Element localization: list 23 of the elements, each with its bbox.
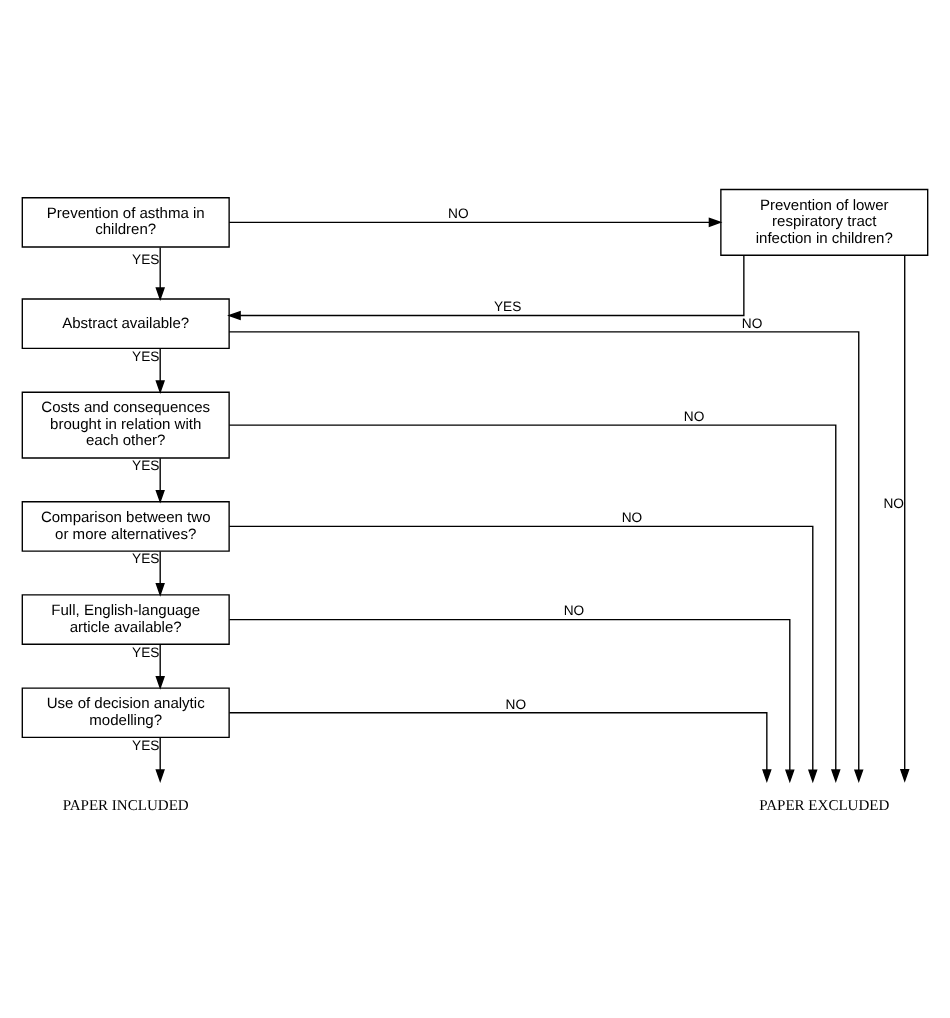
arrow	[228, 330, 864, 783]
arrow	[228, 423, 841, 782]
arrow	[228, 524, 818, 783]
arrow	[155, 245, 165, 301]
node-box: Abstract available?	[21, 297, 230, 349]
arrow	[155, 456, 165, 503]
arrow	[155, 347, 165, 393]
arrow	[155, 642, 165, 689]
arrow	[155, 549, 165, 596]
arrow	[227, 253, 745, 320]
node-box: Comparison between two or more alternatives?	[21, 500, 230, 551]
node-box: Use of decision analytic modelling?	[21, 686, 230, 738]
node-box: Prevention of asthma in children?	[21, 196, 230, 247]
arrow	[155, 736, 165, 782]
node-box: Costs and consequences brought in relation with each other?	[21, 390, 230, 458]
arrow	[228, 216, 723, 227]
node-text: PAPER EXCLUDED	[759, 794, 890, 813]
node-box: Prevention of lower respiratory tract infection in children?	[720, 187, 929, 255]
arrow	[899, 253, 910, 782]
arrow	[228, 711, 772, 782]
node-box: Full, English-language article available?	[21, 593, 230, 644]
node-text: PAPER INCLUDED	[62, 794, 189, 813]
arrow	[228, 617, 795, 783]
